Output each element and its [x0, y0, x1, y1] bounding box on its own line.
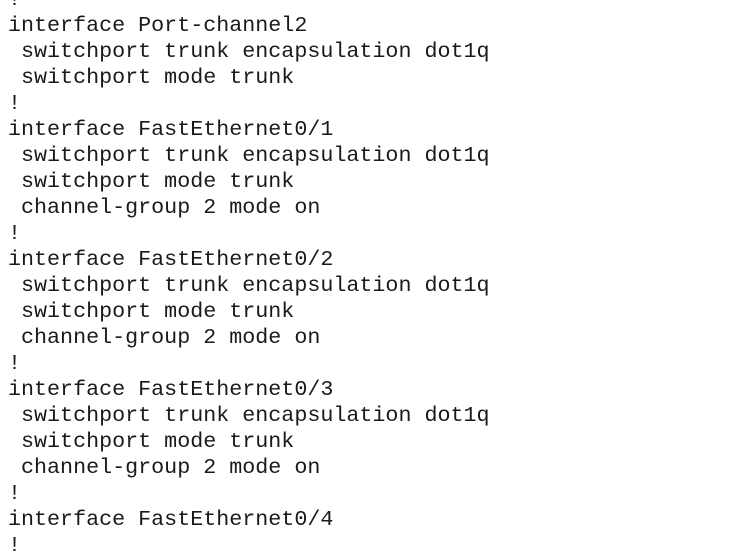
config-line-interface-fastethernet0-2: interface FastEthernet0/2 [8, 247, 334, 272]
config-line-command: switchport trunk encapsulation dot1q [8, 273, 490, 298]
config-line-separator: ! [8, 221, 22, 246]
config-line-interface-fastethernet0-3: interface FastEthernet0/3 [8, 377, 334, 402]
config-line-command: switchport mode trunk [8, 429, 295, 454]
config-line-command: switchport trunk encapsulation dot1q [8, 403, 490, 428]
config-line-interface-fastethernet0-1: interface FastEthernet0/1 [8, 117, 334, 142]
config-line-interface-port-channel2: interface Port-channel2 [8, 13, 308, 38]
config-line-separator: ! [8, 481, 22, 506]
config-line-separator: ! [8, 351, 22, 376]
config-line-separator: ! [8, 533, 22, 558]
config-line-command: switchport mode trunk [8, 299, 295, 324]
config-line-separator: ! [8, 91, 22, 116]
config-line-command: channel-group 2 mode on [8, 455, 321, 480]
config-line-command: channel-group 2 mode on [8, 195, 321, 220]
config-line-interface-fastethernet0-4: interface FastEthernet0/4 [8, 507, 334, 532]
config-line-command: switchport trunk encapsulation dot1q [8, 39, 490, 64]
config-line-command: switchport trunk encapsulation dot1q [8, 143, 490, 168]
config-line-command: switchport mode trunk [8, 169, 295, 194]
config-line-separator: ! [8, 0, 490, 13]
config-line-command: channel-group 2 mode on [8, 325, 321, 350]
config-line-command: switchport mode trunk [8, 65, 295, 90]
config-lines: ! interface Port-channel2 switchport tru… [8, 0, 490, 559]
